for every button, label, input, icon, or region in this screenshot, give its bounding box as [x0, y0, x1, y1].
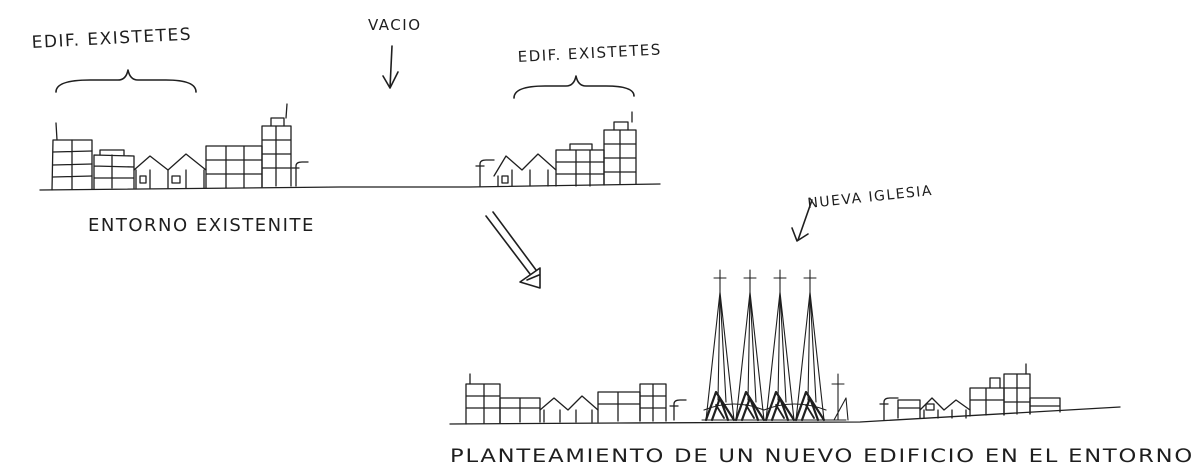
label-proposal: PLANTEAMIENTO DE UN NUEVO EDIFICIO EN EL… — [450, 445, 1194, 467]
label-void: VACIO — [368, 16, 422, 34]
brace-left — [55, 69, 197, 93]
proposal-elevation — [449, 269, 1121, 425]
church-arrow — [791, 199, 813, 242]
ground-line-proposal — [449, 406, 1121, 425]
void-arrow — [382, 45, 399, 89]
label-current-setting: ENTORNO EXISTENITE — [88, 215, 315, 236]
brace-right — [513, 75, 635, 99]
existing-setting-elevation — [39, 103, 661, 191]
label-existing-left: EDIF. EXISTETES — [31, 25, 192, 53]
label-new-church: NUEVA IGLESIA — [807, 183, 934, 212]
ground-line-existing — [39, 183, 661, 191]
diagonal-arrow — [485, 211, 537, 275]
diagonal-arrowhead — [519, 267, 541, 289]
church-spires — [701, 269, 849, 422]
label-existing-right: EDIF. EXISTETES — [517, 40, 662, 66]
